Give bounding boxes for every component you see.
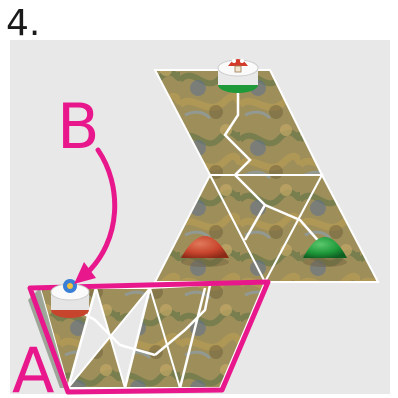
callout-arrow-b xyxy=(86,150,115,274)
callout-label-b: B xyxy=(57,90,100,163)
mushroom-token[interactable] xyxy=(218,59,258,93)
callout-label-a: A xyxy=(12,334,54,398)
blue-flower-icon xyxy=(63,279,77,293)
